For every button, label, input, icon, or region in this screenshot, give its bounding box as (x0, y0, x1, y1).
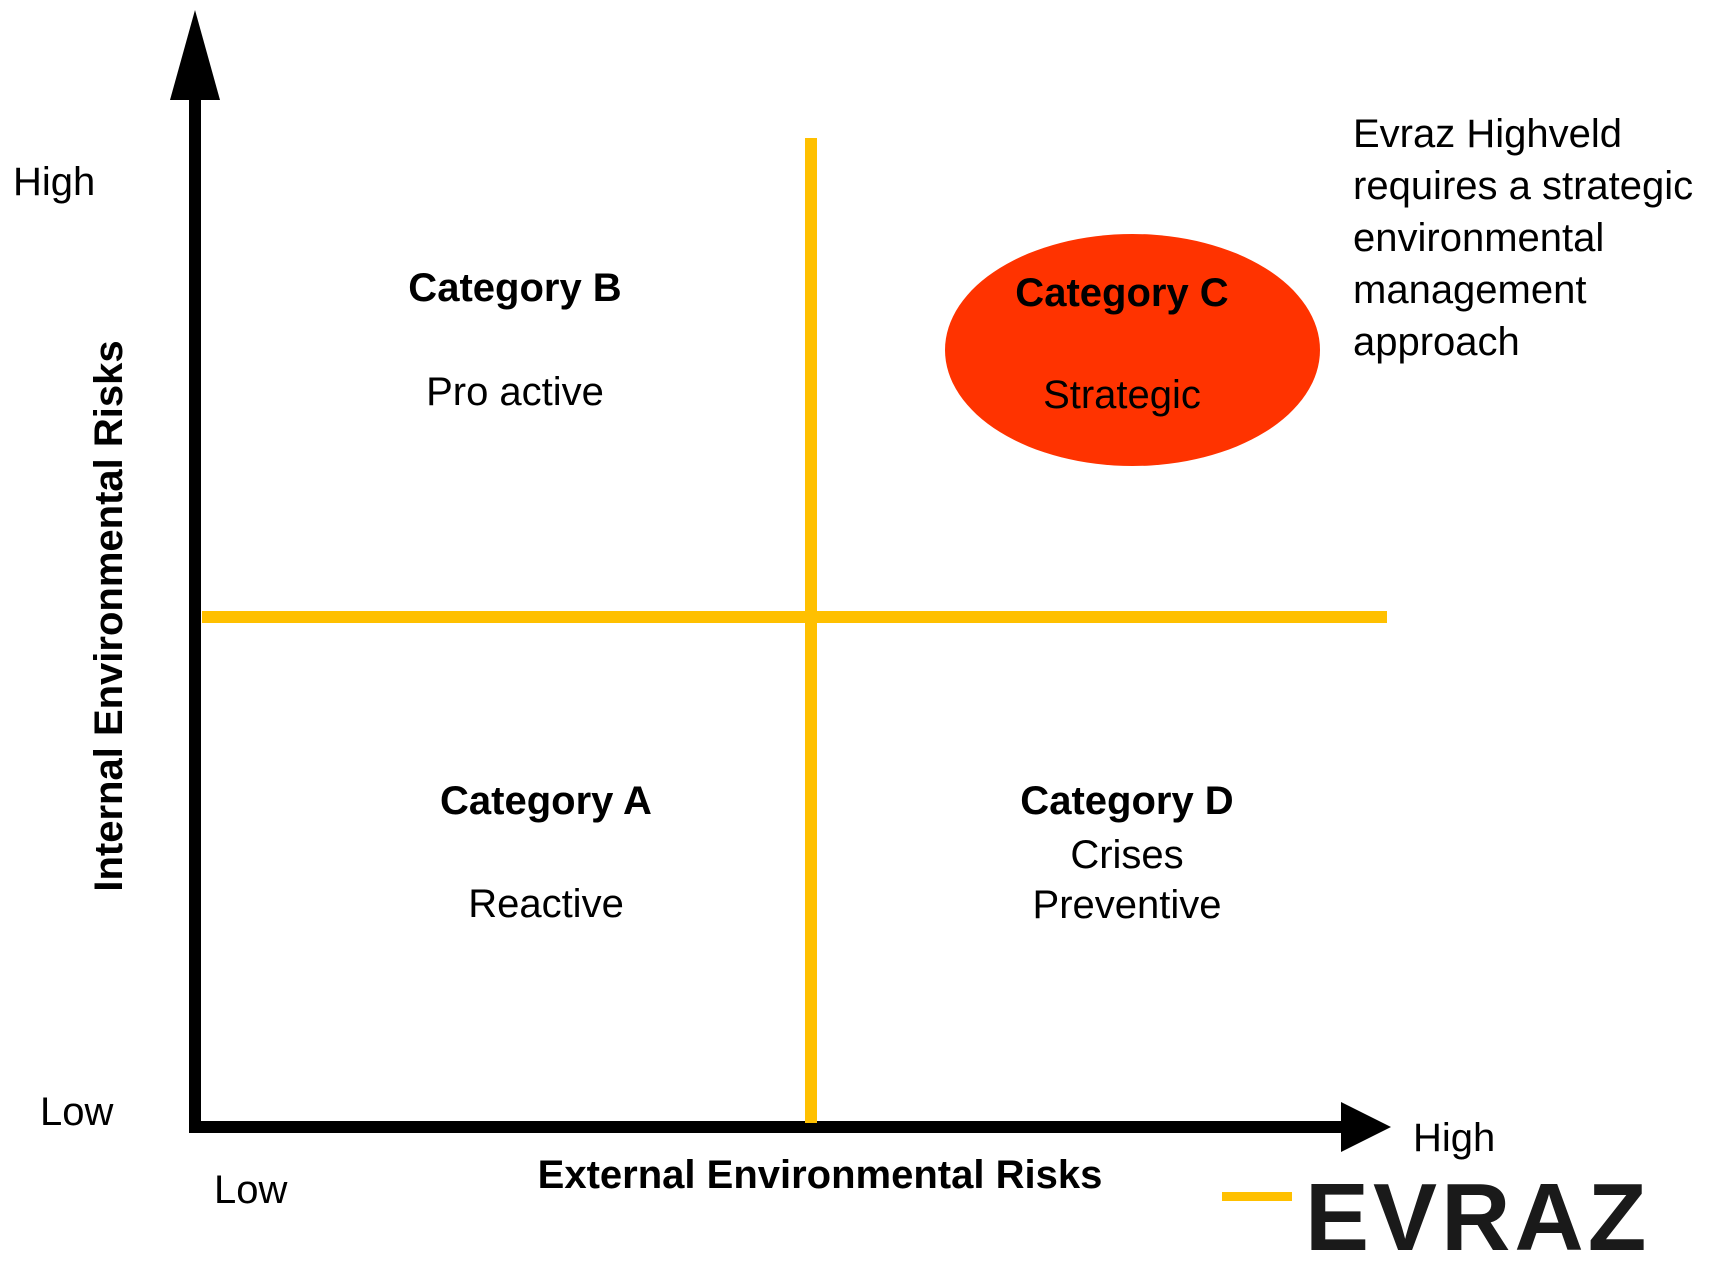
y-axis-line (189, 95, 201, 1133)
annotation-line: approach (1353, 320, 1520, 364)
quadrant-divider-vertical (805, 138, 817, 1123)
category-b-subtitle: Pro active (426, 370, 604, 414)
y-axis-title: Internal Environmental Risks (87, 340, 131, 892)
x-axis-line (189, 1121, 1351, 1133)
category-d-title: Category D (1020, 779, 1234, 823)
x-axis-title: External Environmental Risks (537, 1153, 1103, 1197)
annotation-text: Evraz Highveld requires a strategic envi… (1353, 108, 1721, 368)
category-c-subtitle: Strategic (1043, 373, 1201, 417)
logo-mark (1222, 1192, 1292, 1201)
y-axis-arrowhead (170, 10, 220, 100)
quadrant-divider-horizontal (202, 611, 1387, 623)
x-axis-arrowhead (1341, 1102, 1391, 1152)
x-axis-high-label: High (1413, 1116, 1496, 1160)
evraz-logo: EVRAZ (1305, 1164, 1651, 1271)
category-a-subtitle: Reactive (468, 882, 624, 926)
category-d-subtitle-line2: Preventive (1032, 883, 1222, 927)
category-c-title: Category C (1015, 271, 1229, 315)
annotation-line: management (1353, 268, 1587, 312)
category-a-title: Category A (440, 779, 652, 823)
annotation-line: requires a strategic (1353, 164, 1694, 208)
category-c-highlight-ellipse (945, 234, 1320, 466)
annotation-line: environmental (1353, 216, 1605, 260)
category-d-subtitle-line1: Crises (1070, 833, 1184, 877)
y-axis-low-label: Low (40, 1090, 114, 1134)
annotation-line: Evraz Highveld (1353, 112, 1623, 156)
x-axis-low-label: Low (214, 1168, 288, 1212)
y-axis-high-label: High (13, 160, 96, 204)
category-b-title: Category B (408, 266, 622, 310)
